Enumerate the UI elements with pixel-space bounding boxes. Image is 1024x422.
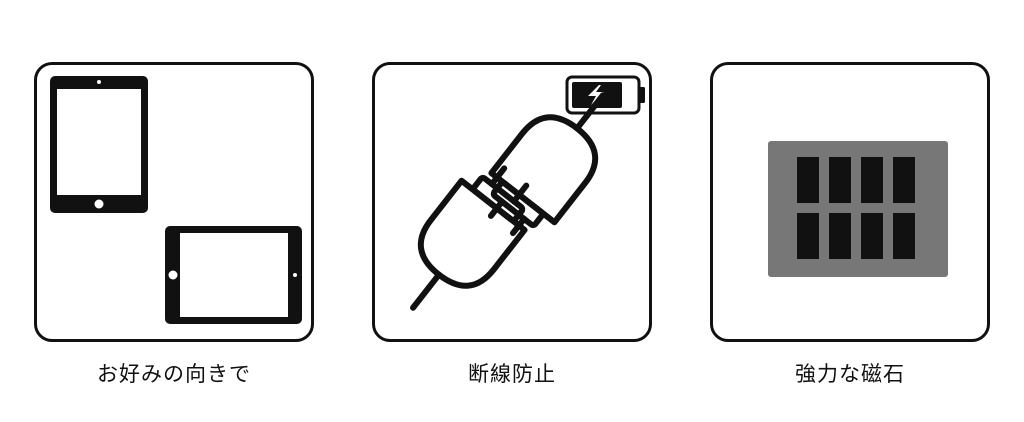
unplugged-connector-icon	[410, 92, 606, 311]
tablet-landscape-icon	[165, 226, 302, 324]
feature-disconnect-prevention: 断線防止	[372, 62, 652, 386]
feature-orientation: お好みの向きで	[34, 62, 314, 386]
tablet-illustration	[50, 76, 302, 324]
feature-card	[710, 62, 990, 342]
feature-strong-magnets: 強力な磁石	[710, 62, 990, 386]
feature-card	[34, 62, 314, 342]
magnet-array-icon	[768, 141, 948, 277]
feature-caption: 断線防止	[468, 362, 556, 386]
connector-illustration	[410, 75, 645, 311]
feature-card	[372, 62, 652, 342]
battery-charging-icon	[565, 75, 645, 115]
feature-caption: お好みの向きで	[97, 362, 251, 386]
feature-caption: 強力な磁石	[795, 362, 905, 386]
magnet-illustration	[768, 141, 948, 277]
tablet-portrait-icon	[50, 76, 148, 213]
